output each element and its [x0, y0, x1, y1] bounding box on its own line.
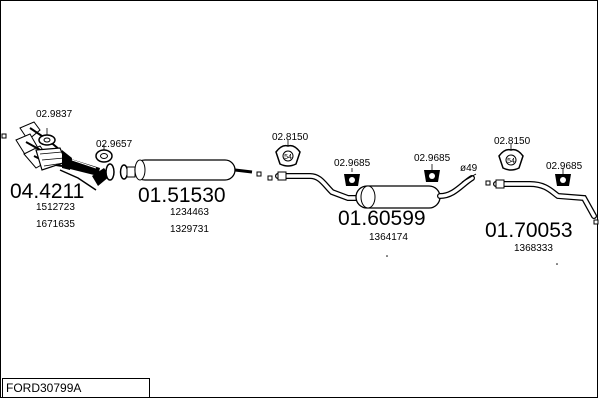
clamp-centre-2-icon — [424, 164, 440, 182]
part-number-centre: 01.60599 — [338, 207, 426, 230]
clamp-rear-icon — [555, 168, 571, 186]
fitting-number: 02.9685 — [546, 161, 583, 172]
hanger-mark-label: 54 — [507, 158, 515, 165]
clamp-centre-1-icon — [344, 168, 360, 186]
part-number-rear: 01.70053 — [485, 219, 573, 242]
ref-number: 1512723 — [36, 202, 75, 213]
part-number-front-pipe: 01.51530 — [138, 184, 226, 207]
fitting-number: 02.9837 — [36, 109, 73, 120]
hanger-rear-icon: 54 — [498, 144, 524, 171]
gasket-cat-icon — [38, 128, 56, 146]
catalytic-converter-drawing — [1, 121, 115, 191]
ref-number: 1364174 — [369, 232, 408, 243]
fitting-number: 02.9685 — [334, 158, 371, 169]
rear-section-drawing — [485, 179, 599, 225]
dot-mark — [386, 255, 388, 257]
ref-number: 1329731 — [170, 224, 209, 235]
hanger-mark-label: 54 — [284, 154, 292, 161]
reference-box: FORD30799A — [2, 378, 150, 398]
front-pipe-drawing — [119, 159, 262, 181]
part-number-cat: 04.4211 — [10, 180, 84, 203]
ref-number: 1368333 — [514, 243, 553, 254]
ref-number: 1671635 — [36, 219, 75, 230]
dot-mark — [556, 263, 558, 265]
fitting-number: 02.8150 — [494, 136, 531, 147]
centre-section-drawing — [267, 171, 477, 209]
reference-code: FORD30799A — [6, 381, 82, 395]
fitting-number: 02.8150 — [272, 132, 309, 143]
ref-number: 1234463 — [170, 207, 209, 218]
hanger-centre-icon: 54 — [275, 140, 301, 167]
gasket-front-icon — [95, 145, 113, 163]
fitting-number: 02.9657 — [96, 139, 133, 150]
fitting-number: 02.9685 — [414, 153, 451, 164]
diameter-label: ø49 — [460, 163, 478, 174]
